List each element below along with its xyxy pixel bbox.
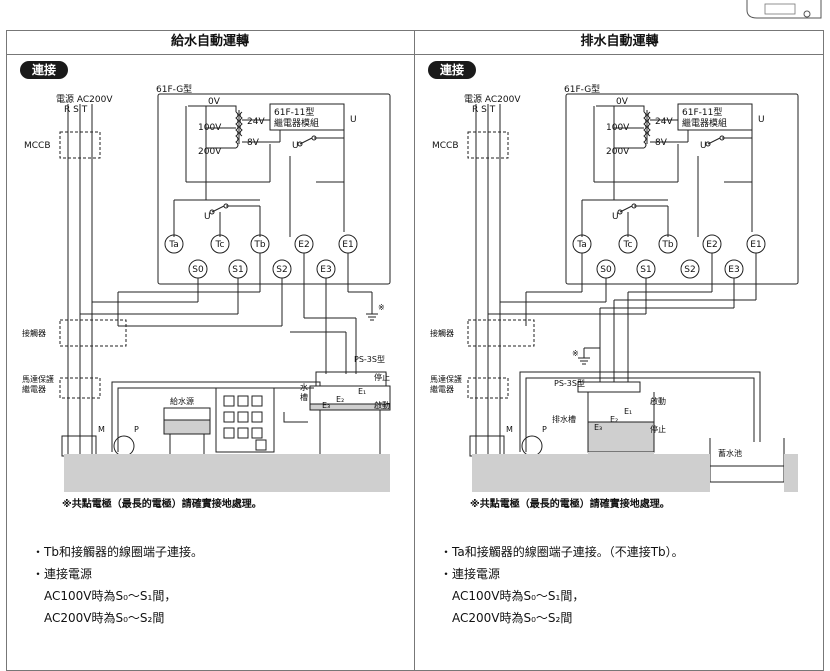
left-start-label: 啟動 [374, 400, 390, 410]
right-reservoir-label: 蓄水池 [718, 448, 742, 458]
right-column-header: 排水自動運轉 [415, 30, 824, 55]
left-terminal-e2: E2 [298, 240, 309, 250]
left-100v-label: 100V [198, 123, 222, 133]
left-desc-line-4: AC200V時為S₀〜S₂間 [44, 611, 165, 625]
left-phase-labels: R S T [64, 105, 88, 115]
right-desc-line-1: ・Ta和接觸器的線圈端子連接。（不連接Tb）。 [440, 545, 684, 559]
left-desc-line-3: AC100V時為S₀〜S₁間， [44, 589, 177, 603]
left-motor-label: M [98, 425, 105, 434]
right-stop-label: 停止 [650, 424, 666, 434]
right-u-contact-label: U [700, 141, 707, 151]
device-corner-icon [746, 0, 822, 19]
right-sump-label: 排水槽 [552, 414, 576, 424]
left-terminal-s0: S0 [192, 265, 204, 275]
right-desc-line-4: AC200V時為S₀〜S₂間 [452, 611, 573, 625]
left-electrode-e1: E₁ [358, 387, 366, 396]
left-u-contact-label: U [292, 141, 299, 151]
left-wiring-diagram: 61F-G型 電源 AC200V R S T MCCB 0V 100V 200V… [22, 84, 391, 492]
right-power-label: 電源 AC200V [464, 94, 521, 105]
left-terminal-s2: S2 [276, 265, 287, 275]
left-description: ・Tb和接觸器的線圈端子連接。 ・連接電源 AC100V時為S₀〜S₁間， AC… [32, 541, 203, 629]
right-terminal-e1: E1 [750, 240, 761, 250]
right-terminal-tc: Tc [623, 240, 633, 250]
left-8v-label: 8V [247, 138, 260, 148]
right-ground-strip-right [784, 454, 798, 492]
right-terminal-ta: Ta [576, 240, 587, 250]
right-contactor-label: 接觸器 [430, 328, 454, 338]
right-terminal-s1: S1 [640, 265, 651, 275]
right-wiring-diagram: 61F-G型 電源 AC200V R S T MCCB 0V 100V 200V… [430, 84, 799, 492]
left-u-label: U [350, 115, 357, 125]
right-electrode-e2: E₂ [610, 415, 618, 424]
left-relay-model: 61F-11型 [274, 107, 314, 118]
right-description: ・Ta和接觸器的線圈端子連接。（不連接Tb）。 ・連接電源 AC100V時為S₀… [440, 541, 684, 629]
right-24v-label: 24V [655, 117, 673, 127]
right-100v-label: 100V [606, 123, 630, 133]
left-relay-name: 繼電器模組 [274, 117, 319, 129]
left-terminal-e3: E3 [320, 265, 331, 275]
right-motor-label: M [506, 425, 513, 434]
left-terminal-tb: Tb [253, 240, 265, 250]
left-grounding-note: ※共點電極（最長的電極）請確實接地處理。 [62, 499, 262, 510]
column-divider [414, 30, 415, 671]
right-terminal-tb: Tb [661, 240, 673, 250]
left-contactor-label: 接觸器 [22, 328, 46, 338]
left-200v-label: 200V [198, 147, 222, 157]
right-terminal-s2: S2 [684, 265, 695, 275]
left-24v-label: 24V [247, 117, 265, 127]
right-phase-labels: R S T [472, 105, 496, 115]
left-column-header: 給水自動運轉 [6, 30, 414, 55]
left-model-label: 61F-G型 [156, 84, 192, 95]
right-terminal-e3: E3 [728, 265, 739, 275]
left-power-label: 電源 AC200V [56, 94, 113, 105]
right-u-label: U [758, 115, 765, 125]
left-terminal-tc: Tc [215, 240, 225, 250]
left-stop-label: 停止 [374, 372, 390, 382]
right-terminal-e2: E2 [706, 240, 717, 250]
left-terminal-e1: E1 [342, 240, 353, 250]
left-tank-label-1: 水 [300, 382, 308, 392]
right-relay-model: 61F-11型 [682, 107, 722, 118]
left-source-label: 給水源 [170, 396, 194, 406]
left-motor-prot-label-1: 馬達保護 [22, 374, 54, 384]
left-ps-label: PS-3S型 [354, 355, 385, 364]
right-8v-label: 8V [655, 138, 668, 148]
left-u-switch-label: U [204, 212, 211, 222]
left-tank-label-2: 槽 [300, 392, 308, 402]
right-ps-label: PS-3S型 [554, 379, 585, 388]
right-mccb-label: MCCB [432, 141, 459, 151]
left-ground-strip [64, 454, 390, 492]
left-ground-mark: ※ [378, 303, 385, 312]
right-ground-strip-left [472, 452, 710, 492]
left-pump-label: P [134, 425, 139, 434]
right-0v-label: 0V [616, 97, 629, 107]
left-desc-line-1: ・Tb和接觸器的線圈端子連接。 [32, 545, 203, 559]
left-terminal-ta: Ta [168, 240, 179, 250]
left-mccb-label: MCCB [24, 141, 51, 151]
right-connection-badge: 連接 [428, 61, 477, 79]
left-motor-prot-label-2: 繼電器 [22, 384, 46, 394]
right-model-label: 61F-G型 [564, 84, 600, 95]
right-desc-line-3: AC100V時為S₀〜S₁間， [452, 589, 585, 603]
right-electrode-e1: E₁ [624, 407, 632, 416]
right-desc-line-2: ・連接電源 [440, 567, 501, 581]
right-terminal-s0: S0 [600, 265, 612, 275]
right-200v-label: 200V [606, 147, 630, 157]
right-ground-mark: ※ [572, 349, 579, 358]
left-electrode-e2: E₂ [336, 395, 344, 404]
right-grounding-note: ※共點電極（最長的電極）請確實接地處理。 [470, 499, 670, 510]
right-pump-label: P [542, 425, 547, 434]
left-electrode-e3: E₃ [322, 401, 330, 410]
right-u-switch-label: U [612, 212, 619, 222]
right-relay-name: 繼電器模組 [682, 117, 727, 129]
left-desc-line-2: ・連接電源 [32, 567, 93, 581]
left-terminal-s1: S1 [232, 265, 243, 275]
right-motor-prot-label-2: 繼電器 [430, 384, 454, 394]
left-connection-badge: 連接 [20, 61, 69, 79]
right-motor-prot-label-1: 馬達保護 [430, 374, 462, 384]
right-start-label: 啟動 [650, 396, 666, 406]
right-electrode-e3: E₃ [594, 423, 602, 432]
left-0v-label: 0V [208, 97, 221, 107]
